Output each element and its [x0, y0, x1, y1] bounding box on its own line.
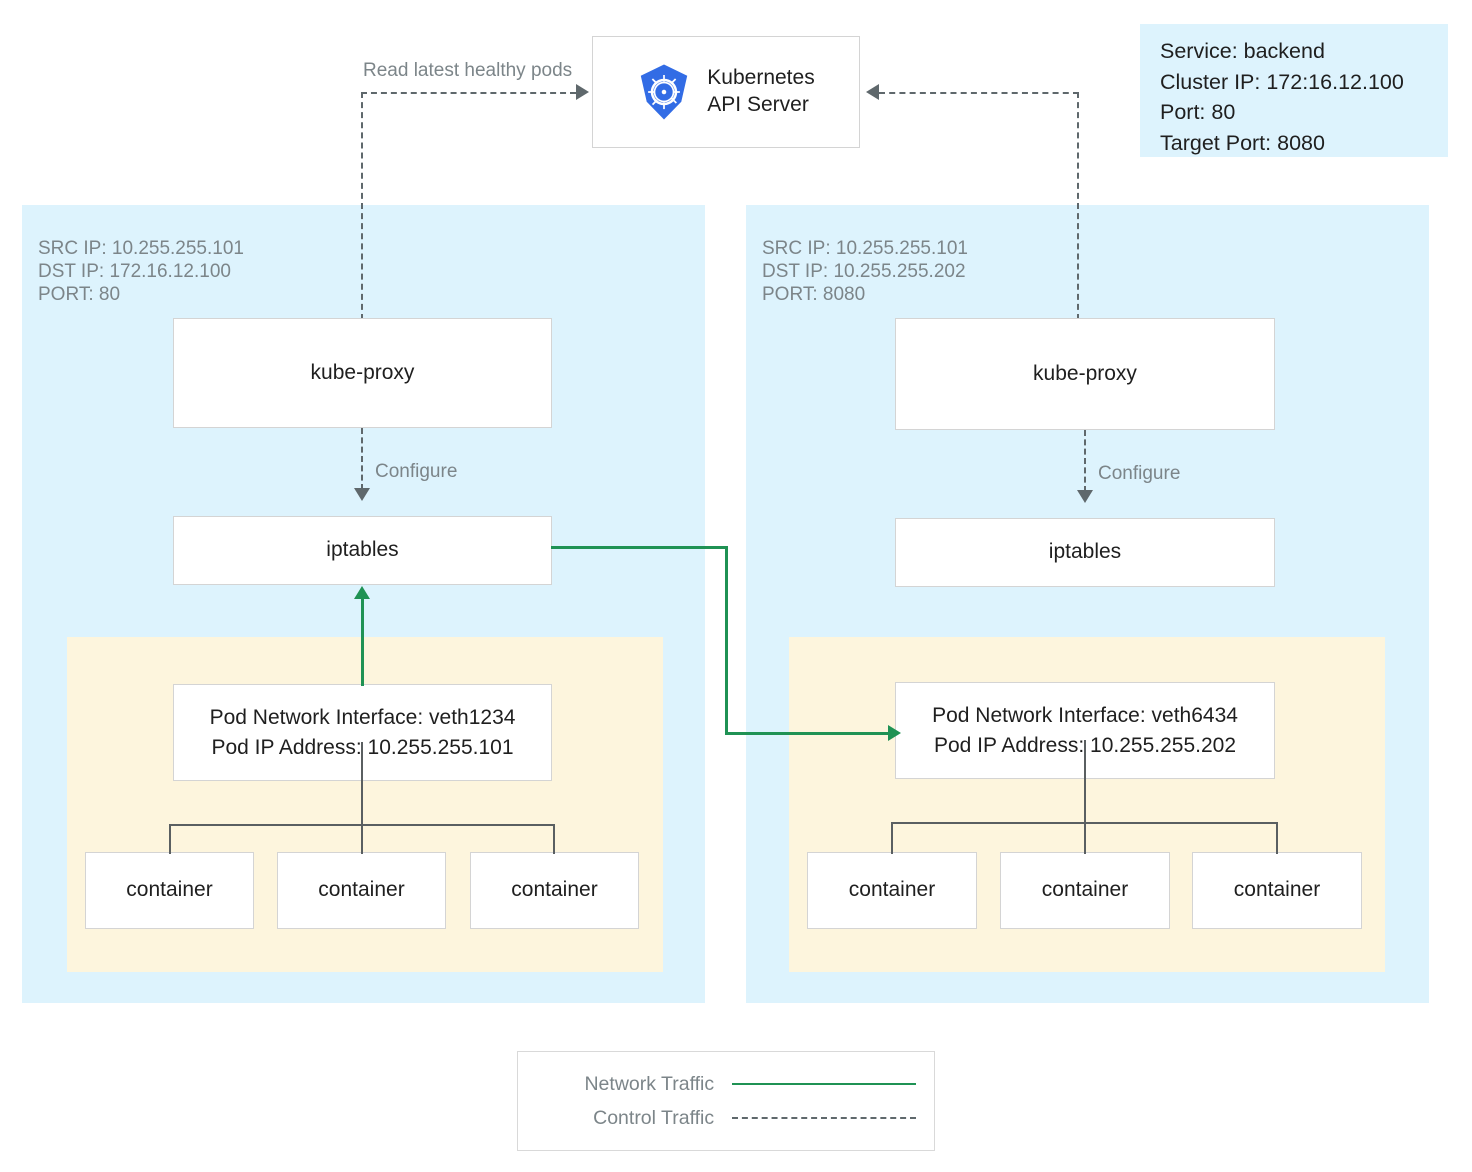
- configure-label-left: Configure: [375, 461, 458, 482]
- packet-info-right: SRC IP: 10.255.255.101: [762, 238, 968, 259]
- network-arrow-into-iptables-left: [354, 586, 370, 599]
- container-label-right-3: container: [1233, 878, 1321, 902]
- read-latest-healthy-pods-label: Read latest healthy pods: [363, 60, 573, 81]
- pod-tree-drop-right-1: [891, 822, 893, 854]
- network-arrow-into-right-pod: [888, 725, 901, 741]
- packet-info-left: SRC IP: 10.255.255.101: [38, 238, 244, 259]
- control-arrow-into-api-server-right: [866, 84, 879, 100]
- service-info-card: Service: backend Cluster IP: 172:16.12.1…: [1140, 24, 1448, 157]
- packet-info-left-line3: PORT: 80: [38, 284, 121, 305]
- pod-tree-stem-left: [361, 742, 363, 826]
- pod-network-interface-label-right: Pod Network Interface: veth6434 Pod IP A…: [932, 703, 1238, 757]
- pod-network-interface-label-left: Pod Network Interface: veth1234 Pod IP A…: [209, 705, 516, 759]
- iptables-label-right: iptables: [1048, 540, 1122, 564]
- legend-swatch-network-traffic: [732, 1078, 916, 1090]
- pod-tree-stem-right: [1084, 740, 1086, 824]
- pod-tree-drop-left-2: [361, 824, 363, 854]
- legend-row-network-traffic: Network Traffic: [536, 1067, 916, 1101]
- control-line-left-horizontal: [361, 92, 576, 94]
- kube-proxy-label-right: kube-proxy: [1033, 361, 1137, 385]
- control-line-right-vertical: [1077, 92, 1079, 320]
- legend-label-control-traffic: Control Traffic: [593, 1106, 715, 1129]
- pod-tree-drop-left-1: [169, 824, 171, 854]
- legend-box: Network Traffic Control Traffic: [517, 1051, 935, 1151]
- kube-proxy-label-left: kube-proxy: [310, 360, 415, 384]
- network-line-pod-to-iptables-left: [361, 596, 364, 686]
- pod-tree-drop-right-2: [1084, 822, 1086, 854]
- legend-row-control-traffic: Control Traffic: [536, 1101, 916, 1135]
- configure-arrow-left: [354, 488, 370, 501]
- container-label-left-3: container: [511, 878, 598, 902]
- iptables-label-left: iptables: [326, 538, 399, 562]
- kube-proxy-box-left[interactable]: kube-proxy: [173, 318, 552, 428]
- kubernetes-api-server-box[interactable]: Kubernetes API Server: [592, 36, 860, 148]
- container-box-right-1[interactable]: container: [807, 852, 977, 929]
- legend-label-network-traffic: Network Traffic: [584, 1072, 715, 1095]
- network-line-iptables-right-exit: [551, 546, 728, 549]
- container-box-right-2[interactable]: container: [1000, 852, 1170, 929]
- configure-line-right: [1084, 430, 1086, 492]
- control-arrow-into-api-server-left: [576, 84, 589, 100]
- container-box-right-3[interactable]: container: [1192, 852, 1362, 929]
- configure-arrow-right: [1077, 490, 1093, 503]
- container-box-left-1[interactable]: container: [85, 852, 254, 929]
- kube-proxy-box-right[interactable]: kube-proxy: [895, 318, 1275, 430]
- container-box-left-2[interactable]: container: [277, 852, 446, 929]
- control-line-right-horizontal: [879, 92, 1079, 94]
- container-label-right-2: container: [1041, 878, 1129, 902]
- iptables-box-left[interactable]: iptables: [173, 516, 552, 585]
- packet-info-right-line2: DST IP: 10.255.255.202: [762, 261, 966, 282]
- legend-swatch-control-traffic: [732, 1112, 916, 1124]
- configure-label-right: Configure: [1098, 463, 1181, 484]
- control-line-left-vertical: [361, 92, 363, 320]
- packet-info-left-line2: DST IP: 172.16.12.100: [38, 261, 231, 282]
- iptables-box-right[interactable]: iptables: [895, 518, 1275, 587]
- pod-tree-drop-right-3: [1276, 822, 1278, 854]
- network-line-inter-node-vertical: [725, 546, 728, 734]
- container-box-left-3[interactable]: container: [470, 852, 639, 929]
- container-label-left-1: container: [126, 878, 213, 902]
- configure-line-left: [361, 428, 363, 490]
- kubernetes-logo-icon: [637, 63, 691, 121]
- container-label-right-1: container: [848, 878, 936, 902]
- pod-tree-drop-left-3: [553, 824, 555, 854]
- packet-info-right-line3: PORT: 8080: [762, 284, 866, 305]
- network-line-into-right-pod: [725, 732, 888, 735]
- container-label-left-2: container: [318, 878, 405, 902]
- api-server-label: Kubernetes API Server: [707, 66, 815, 116]
